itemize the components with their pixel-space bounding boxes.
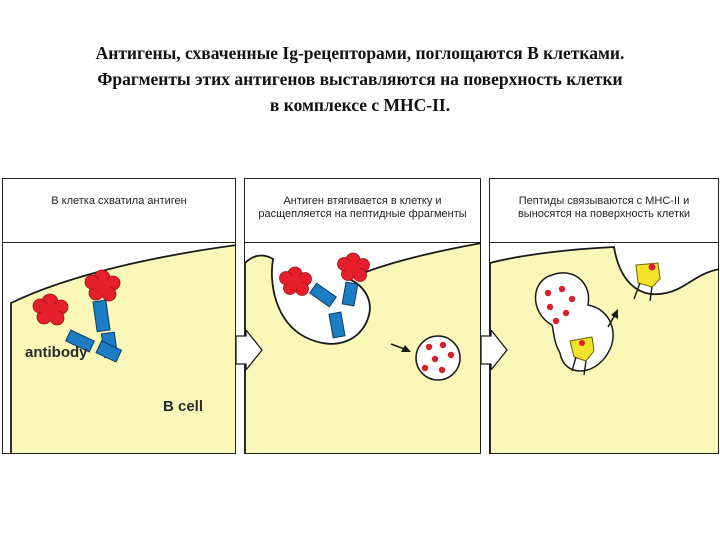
antigen-internalized-1 bbox=[279, 266, 312, 296]
antibody-receptor-internalized-1 bbox=[309, 282, 346, 339]
panel-2-caption: Антиген втягивается в клетку и расщепляе… bbox=[245, 179, 480, 242]
panel-antigen-capture: В клетка схватила антиген bbox=[2, 178, 236, 454]
antigen-upper bbox=[84, 269, 121, 302]
arrow-panel-1-to-2 bbox=[236, 330, 263, 370]
antigen-internalized-2 bbox=[337, 252, 370, 282]
panel-antigen-internalization: Антиген втягивается в клетку и расщепляе… bbox=[244, 178, 481, 454]
antibody-label: antibody bbox=[25, 344, 88, 361]
b-cell-body bbox=[245, 243, 480, 453]
panel-3-scene bbox=[490, 242, 718, 453]
mhc-ii-molecule-surface bbox=[633, 262, 661, 302]
antibody-receptor-internalized-2 bbox=[341, 281, 359, 307]
peptide-fragments bbox=[421, 341, 455, 374]
panel-3-caption: Пептиды связываются с MHC-II и выносятся… bbox=[490, 179, 718, 242]
heading-line-1: Антигены, схваченные Ig-рецепторами, пог… bbox=[95, 43, 625, 63]
b-cell-body bbox=[10, 244, 235, 453]
heading-line-3: в комплексе с МНС-II. bbox=[269, 95, 451, 115]
panel-1-scene: antibody B cell bbox=[3, 242, 235, 453]
heading-line-2: Фрагменты этих антигенов выставляются на… bbox=[97, 69, 623, 89]
arrow-panel-2-to-3 bbox=[481, 330, 508, 370]
b-cell-label: B cell bbox=[163, 398, 203, 415]
panel-2-scene bbox=[245, 242, 480, 453]
peptide-fragments bbox=[544, 285, 576, 325]
mhc-ii-molecule-internal bbox=[569, 336, 595, 376]
antigen-left bbox=[32, 293, 69, 326]
antibody-receptor-left bbox=[65, 329, 123, 363]
diagram-heading: Антигены, схваченные Ig-рецепторами, пог… bbox=[0, 40, 720, 118]
panel-1-caption: В клетка схватила антиген bbox=[3, 179, 235, 242]
panel-mhc-presentation: Пептиды связываются с MHC-II и выносятся… bbox=[489, 178, 719, 454]
